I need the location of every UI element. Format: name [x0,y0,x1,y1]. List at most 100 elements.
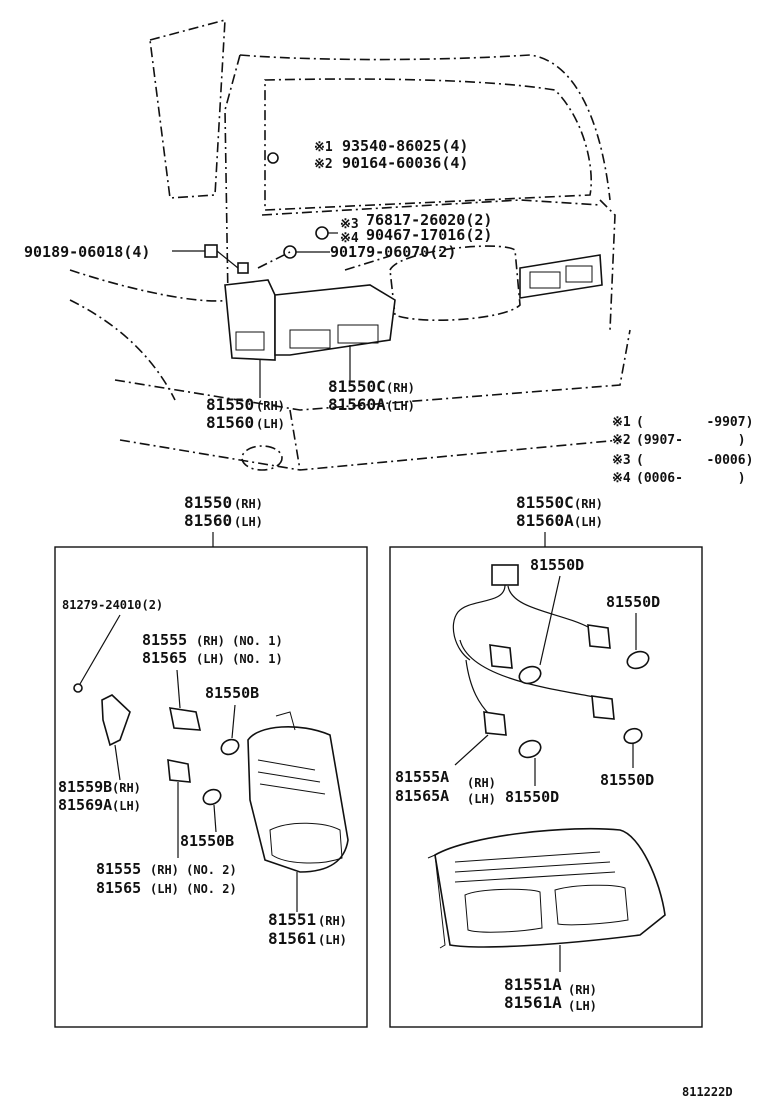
note1-mark: ※1 [314,140,333,155]
lens-window [269,822,343,864]
socket-no2-icon [167,759,191,783]
inner-lamp-rh-number: 81550C [328,377,386,396]
bumper-corner [289,409,301,471]
bulb-icon [623,727,643,745]
screw-icon [73,683,83,693]
tow-hole [241,445,283,471]
side-window [149,18,226,199]
note4-mark: ※4 [340,231,359,246]
vehicle-rear-illustration [69,18,631,471]
inner-lamp-lh-side: (LH) [386,399,415,413]
legend-range-4: (0006- ) [636,471,746,486]
bumper-top [114,329,631,411]
bulb-bottom-number: 81550B [180,832,234,850]
inner-lamp-lh-number: 81560A [328,395,386,414]
wire-socket-icon [591,695,615,720]
lens-lh-side: (LH) [318,933,347,947]
socket-rh-side: (RH) [467,776,496,790]
legend-mark-1: ※1 [612,415,631,430]
socket-no1-icon [168,707,202,731]
bulb-c-number: 81550D [600,771,654,789]
left-box-header-lh: 81560 [184,511,232,530]
wire-socket-icon [489,644,513,669]
inner-lens-window-right [554,884,629,926]
inner-lens-rh-number: 81551A [504,975,562,994]
right-garnish-lamp [519,254,603,299]
hatch-left-edge [224,54,241,301]
bulb-icon [626,650,650,670]
socket-no2-lh-side: (LH) (NO. 2) [150,882,237,896]
body-side-line [69,269,231,302]
bulb-icon [220,738,240,756]
note4-part-number: 90467-17016(2) [366,226,492,244]
hatch-top [239,54,611,201]
holder-lh-side: (LH) [112,799,141,813]
lens-lh-number: 81561 [268,929,316,948]
bumper-bottom [119,439,621,471]
harness-wire [452,584,506,661]
applicability-legend: ※1 ( -9907) ※2 (9907- ) ※3 ( -0006) ※4 (… [612,415,753,486]
inner-lens-rh-side: (RH) [568,983,597,997]
socket-no1-rh-number: 81555 [142,631,187,649]
right-body [599,199,616,331]
license-plate-recess [389,245,521,321]
socket-lh-number: 81565A [395,787,449,805]
socket-lh-side: (LH) [467,792,496,806]
inner-lens-window-left [464,888,543,933]
inner-lens-icon [434,827,666,948]
top-callouts: ※1 93540-86025(4) ※2 90164-60036(4) ※3 7… [24,137,492,432]
note2-mark: ※2 [314,157,333,172]
legend-mark-4: ※4 [612,471,631,486]
legend-mark-2: ※2 [612,433,631,448]
harness-wire [507,585,591,629]
wire-socket-icon [483,711,507,736]
wheel-arch [69,299,176,401]
legend-range-2: (9907- ) [636,433,746,448]
connector-icon [491,564,519,586]
screw-left-part-number: 90189-06018(4) [24,243,150,261]
lens-rh-side: (RH) [318,914,347,928]
inner-lens-flange [427,854,446,949]
outer-lamp-rh-number: 81550 [206,395,254,414]
socket-no1-lh-number: 81565 [142,649,187,667]
left-box-frame [54,546,368,1028]
left-assembly-box: 81550 (RH) 81560 (LH) 81279-24010(2) 815… [54,493,368,1028]
right-box-header-rh-side: (RH) [574,497,603,511]
right-lamp-lens-a [529,271,561,289]
screw-part-number: 81279-24010(2) [62,598,163,612]
inner-lamp-lens-right [337,324,379,344]
socket-rh-number: 81555A [395,768,449,786]
outer-lens-icon [247,726,349,873]
hatch-lower-line [261,199,601,216]
socket-no2-lh-number: 81565 [96,879,141,897]
legend-mark-3: ※3 [612,453,631,468]
figure-code: 811222D [682,1085,733,1099]
left-box-header-lh-side: (LH) [234,515,263,529]
right-assembly-box: 81550C (RH) 81560A (LH) 81550D 81550D 81… [389,493,703,1028]
bulb-b-number: 81550D [606,593,660,611]
screw-center-part-number: 90179-06070(2) [330,243,456,261]
lens-tab [275,711,296,731]
right-box-header-rh: 81550C [516,493,574,512]
socket-no1-lh-side: (LH) (NO. 1) [196,652,283,666]
note1-part-number: 93540-86025(4) [342,137,468,155]
inner-lamp-rh-side: (RH) [386,381,415,395]
wire-socket-icon [587,624,611,649]
inner-tail-lamp [274,284,396,356]
outer-lamp-lh-side: (LH) [256,417,285,431]
left-box-header-rh-side: (RH) [234,497,263,511]
bulb-top-number: 81550B [205,684,259,702]
nut-icon [237,262,249,274]
right-box-header-lh-side: (LH) [574,515,603,529]
lens-rh-number: 81551 [268,910,316,929]
holder-rh-side: (RH) [112,781,141,795]
clip-icon [315,226,329,240]
legend-range-1: ( -9907) [636,415,753,430]
socket-no2-rh-side: (RH) (NO. 2) [150,863,237,877]
holder-lh-number: 81569A [58,796,112,814]
outer-lamp-lh-number: 81560 [206,413,254,432]
socket-no1-rh-side: (RH) (NO. 1) [196,634,283,648]
outer-tail-lamp [224,279,276,361]
clip-icon [267,152,279,164]
